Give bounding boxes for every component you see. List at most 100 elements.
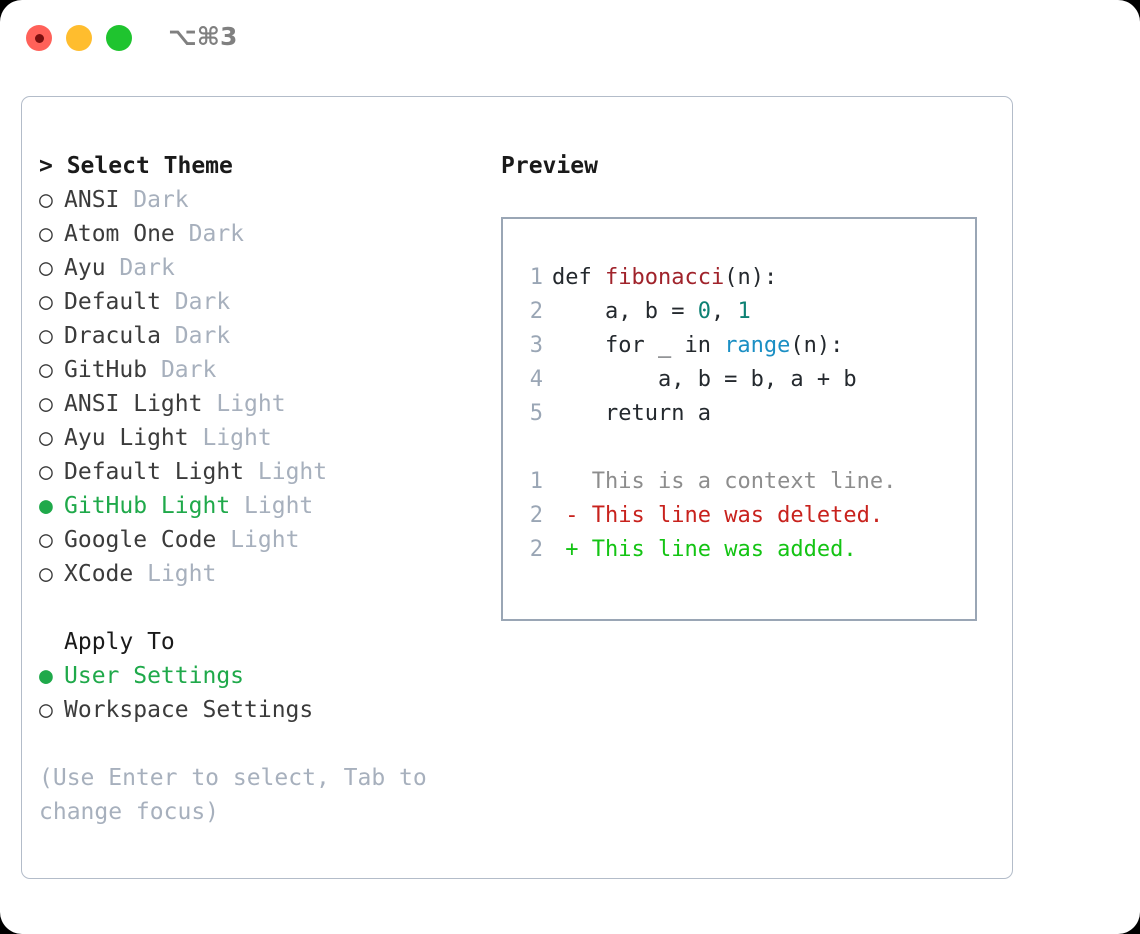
close-button[interactable] — [26, 25, 52, 51]
code-token: def — [552, 265, 605, 290]
label-gap — [161, 289, 175, 315]
label-gap — [133, 561, 147, 587]
label-gap — [106, 255, 120, 281]
label-gap — [216, 527, 230, 553]
theme-item-label: Atom One — [64, 221, 175, 247]
diff-marker: + — [552, 537, 592, 562]
line-number: 2 — [529, 299, 543, 324]
theme-item-label: Ayu Light — [64, 425, 189, 451]
theme-item-label: ANSI Light — [64, 391, 203, 417]
line-number: 5 — [529, 401, 543, 426]
label-gap — [161, 323, 175, 349]
prompt-caret-icon: > — [39, 153, 67, 179]
apply-to-item[interactable]: ● User Settings — [39, 659, 479, 693]
theme-item-label: Default Light — [64, 459, 245, 485]
theme-list-item[interactable]: ○Google Code Light — [39, 523, 479, 557]
code-token: range — [724, 333, 791, 358]
minimize-button[interactable] — [66, 25, 92, 51]
radio-unselected-icon: ○ — [39, 323, 53, 349]
theme-list-title: Select Theme — [66, 153, 233, 179]
line-number: 2 — [529, 537, 543, 562]
title-bar: ⌥⌘3 — [0, 0, 1140, 78]
theme-list: ○ANSI Dark○Atom One Dark○Ayu Dark○Defaul… — [39, 183, 479, 591]
apply-to-label: User Settings — [64, 663, 245, 689]
code-token: for _ in — [552, 333, 725, 358]
code-token: a, b = — [552, 299, 698, 324]
diff-line: 1 This is a context line. — [517, 465, 975, 499]
radio-unselected-icon: ○ — [39, 289, 53, 315]
apply-to-label: Workspace Settings — [64, 697, 314, 723]
theme-list-item[interactable]: ○Ayu Dark — [39, 251, 479, 285]
diff-text: This line was added. — [591, 537, 857, 562]
line-number: 3 — [529, 333, 543, 358]
list-spacer — [39, 591, 479, 625]
theme-item-label: XCode — [64, 561, 134, 587]
theme-item-label: ANSI — [64, 187, 120, 213]
keyboard-hint: (Use Enter to select, Tab to change focu… — [39, 765, 427, 825]
radio-unselected-icon: ○ — [39, 391, 53, 417]
diff-line: 2 - This line was deleted. — [517, 499, 975, 533]
theme-selector-column: > Select Theme ○ANSI Dark○Atom One Dark○… — [39, 149, 479, 829]
label-gap — [119, 187, 133, 213]
line-number: 2 — [529, 503, 543, 528]
theme-item-label: Google Code — [64, 527, 217, 553]
label-gap — [244, 459, 258, 485]
theme-item-variant: Light — [202, 425, 272, 451]
theme-item-variant: Light — [257, 459, 328, 485]
line-number: 1 — [529, 469, 543, 494]
theme-list-item[interactable]: ○Default Dark — [39, 285, 479, 319]
code-line: 2 a, b = 0, 1 — [517, 295, 975, 329]
code-token: fibonacci — [604, 265, 725, 290]
line-number: 1 — [529, 265, 543, 290]
code-line: 3 for _ in range(n): — [517, 329, 975, 363]
theme-item-label: GitHub Light — [64, 493, 231, 519]
keyboard-shortcut-label: ⌥⌘3 — [168, 22, 238, 51]
radio-unselected-icon: ○ — [39, 187, 53, 213]
theme-list-item[interactable]: ○XCode Light — [39, 557, 479, 591]
main-panel: > Select Theme ○ANSI Dark○Atom One Dark○… — [21, 96, 1013, 879]
code-token: a, b = b, a + b — [552, 367, 857, 392]
diff-line: 2 + This line was added. — [517, 533, 975, 567]
code-token: 1 — [737, 299, 751, 324]
preview-title: Preview — [501, 153, 598, 179]
radio-unselected-icon: ○ — [39, 255, 53, 281]
radio-unselected-icon: ○ — [39, 357, 53, 383]
code-diff-gap — [517, 431, 975, 465]
maximize-button[interactable] — [106, 25, 132, 51]
theme-list-item[interactable]: ○ Ayu Light Light — [39, 421, 479, 455]
diff-text: This line was deleted. — [591, 503, 884, 528]
theme-item-variant: Dark — [160, 357, 217, 383]
apply-to-item[interactable]: ○Workspace Settings — [39, 693, 479, 727]
theme-item-variant: Light — [230, 527, 300, 553]
code-token: , — [710, 299, 738, 324]
radio-selected-icon: ● — [39, 663, 53, 689]
theme-item-variant: Light — [216, 391, 286, 417]
theme-list-item[interactable]: ○Atom One Dark — [39, 217, 479, 251]
close-icon — [34, 33, 44, 43]
radio-unselected-icon: ○ — [39, 561, 53, 587]
theme-list-header: > Select Theme — [39, 149, 479, 183]
theme-list-item[interactable]: ○GitHub Dark — [39, 353, 479, 387]
theme-item-label: Default — [64, 289, 161, 315]
theme-list-item[interactable]: ●GitHub Light Light — [39, 489, 479, 523]
theme-list-item[interactable]: ○ANSI Dark — [39, 183, 479, 217]
radio-unselected-icon: ○ — [39, 459, 53, 485]
theme-item-variant: Dark — [188, 221, 245, 247]
theme-item-variant: Dark — [119, 255, 175, 281]
theme-item-label: Dracula — [64, 323, 161, 349]
apply-to-header: Apply To — [64, 629, 175, 655]
theme-list-item[interactable]: ○ ANSI Light Light — [39, 387, 479, 421]
theme-list-item[interactable]: ○Dracula Dark — [39, 319, 479, 353]
theme-list-item[interactable]: ○ Default Light Light — [39, 455, 479, 489]
radio-unselected-icon: ○ — [39, 425, 53, 451]
code-token: 0 — [697, 299, 711, 324]
diff-marker: - — [552, 503, 592, 528]
diff-marker — [552, 469, 592, 494]
label-gap — [175, 221, 189, 247]
label-gap — [230, 493, 244, 519]
label-gap — [189, 425, 203, 451]
